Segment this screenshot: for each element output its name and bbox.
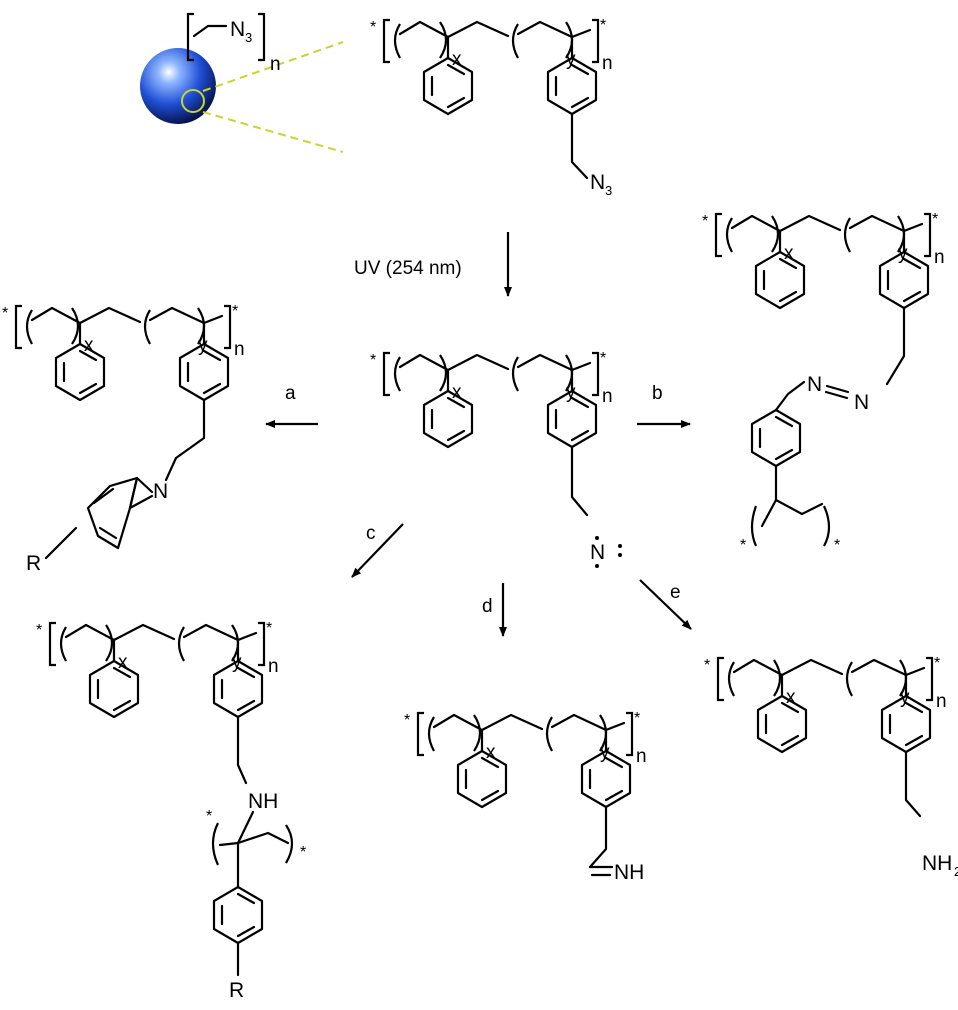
y-label: y	[600, 742, 610, 763]
end-star-label: *	[300, 844, 306, 861]
end-star-label: *	[740, 537, 746, 554]
product-e-amine: * x y * n NH 2	[704, 655, 958, 879]
end-star-label: *	[36, 622, 42, 639]
arrow-c	[351, 523, 404, 578]
n-label: n	[602, 386, 613, 407]
y-label: y	[566, 382, 576, 403]
lone-pair-dot	[618, 553, 622, 557]
end-star-label: *	[934, 655, 940, 672]
lone-pair-dot	[595, 536, 599, 540]
product-a-aziridine: * x y * n N R	[2, 303, 245, 575]
x-label: x	[452, 49, 462, 70]
end-star-label: *	[370, 19, 376, 36]
x-label: x	[786, 687, 796, 708]
x-label: x	[452, 382, 462, 403]
x-label: x	[486, 742, 496, 763]
nitrene-polymer: * x y * n N	[370, 350, 622, 568]
y-label: y	[232, 652, 242, 673]
end-star-label: *	[206, 808, 212, 825]
lone-pair-dot	[618, 544, 622, 548]
pathway-b-label: b	[652, 383, 663, 404]
n-label: n	[936, 691, 947, 712]
pathway-e-label: e	[670, 582, 681, 603]
end-star-label: *	[834, 537, 840, 554]
product-b-azo: * x y * n N N * *	[702, 211, 945, 554]
end-star-label: *	[702, 213, 708, 230]
end-star-label: *	[404, 712, 410, 729]
magnified-region-icon	[181, 89, 205, 113]
azide-polymer: * x y * n N 3	[370, 17, 613, 198]
polymer-bead-icon	[140, 48, 216, 124]
n-label: n	[234, 339, 245, 360]
n-label: n	[934, 247, 945, 268]
y-label: y	[198, 335, 208, 356]
end-star-label: *	[600, 350, 606, 367]
azo-left-n-label: N	[807, 373, 822, 396]
n-label: n	[268, 656, 279, 677]
end-star-label: *	[600, 17, 606, 34]
amine-nh2-label: NH	[922, 852, 952, 875]
bead-azide-subscript: 3	[245, 30, 252, 45]
x-label: x	[84, 335, 94, 356]
end-star-label: *	[232, 303, 238, 320]
arrow-e	[639, 579, 692, 630]
azide-subscript: 3	[605, 183, 612, 198]
n-label: n	[602, 53, 613, 74]
bead-azide-label: N	[230, 18, 245, 41]
n-label: n	[636, 746, 647, 767]
lone-pair-dot	[595, 564, 599, 568]
azo-right-n-label: N	[854, 391, 869, 414]
x-label: x	[784, 243, 794, 264]
amine-nh-label: NH	[248, 790, 278, 813]
imine-nh-label: NH	[614, 861, 644, 884]
product-d-imine: * x y * n NH	[404, 710, 647, 884]
end-star-label: *	[266, 620, 272, 637]
pathway-a-label: a	[285, 383, 296, 404]
r-substituent-label: R	[26, 552, 41, 575]
pathway-c-label: c	[366, 523, 376, 544]
end-star-label: *	[2, 305, 8, 322]
bead-repeat-label: n	[270, 54, 281, 75]
y-label: y	[900, 687, 910, 708]
azide-n-label: N	[590, 171, 605, 194]
end-star-label: *	[370, 352, 376, 369]
nitrene-n-label: N	[590, 541, 605, 564]
amine-subscript: 2	[954, 864, 958, 879]
end-star-label: *	[634, 710, 640, 727]
end-star-label: *	[932, 211, 938, 228]
end-star-label: *	[704, 657, 710, 674]
azide-bead: N 3 n	[140, 12, 344, 153]
y-label: y	[566, 49, 576, 70]
y-label: y	[898, 243, 908, 264]
aziridine-n-label: N	[153, 480, 168, 503]
x-label: x	[118, 652, 128, 673]
pathway-d-label: d	[482, 596, 493, 617]
uv-condition-label: UV (254 nm)	[354, 258, 462, 279]
zoom-guide-lines	[202, 41, 344, 153]
product-c-insertion: * x y * n NH * * R	[36, 620, 306, 1002]
r-substituent-label: R	[229, 979, 244, 1002]
